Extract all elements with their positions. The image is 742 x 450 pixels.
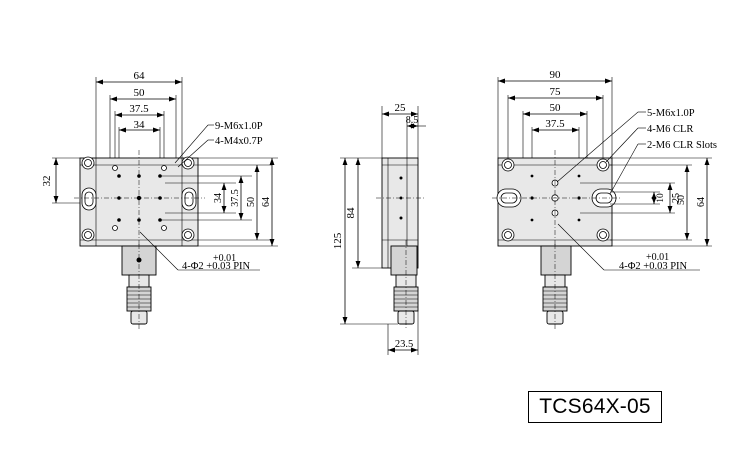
dim-left-50: 50 (134, 87, 146, 99)
model-number: TCS64X-05 (539, 395, 651, 418)
callout-left-holes-b: 4-M4x0.7P (215, 136, 263, 147)
callout-right-pin: 4-Φ2 +0.03 PIN (619, 261, 688, 272)
dim-right-37-5: 37.5 (545, 118, 565, 130)
callout-left-pin-tol: +0.01 (213, 253, 236, 264)
callout-right-pin-tol: +0.01 (646, 252, 669, 263)
callout-left-holes-a: 9-M6x1.0P (215, 121, 263, 132)
dim-left-v34: 34 (213, 193, 224, 203)
right-micrometer-block (540, 245, 572, 276)
right-view: 90 75 50 37.5 (492, 69, 717, 330)
dim-left-v37-5: 37.5 (230, 189, 241, 207)
side-micrometer-block (390, 245, 418, 276)
dim-right-50: 50 (550, 102, 562, 114)
dim-side-125: 125 (332, 232, 344, 249)
dim-left-v64: 64 (261, 197, 272, 207)
dim-side-84: 84 (345, 207, 357, 219)
left-mount-slots (81, 187, 197, 211)
dim-right-v64: 64 (696, 197, 707, 207)
callout-right-holes-a: 5-M6x1.0P (647, 108, 695, 119)
dim-side-23-5: 23.5 (395, 339, 413, 350)
dim-side-8-5: 8.5 (406, 115, 419, 126)
callout-left-pin: 4-Φ2 +0.03 PIN (182, 261, 251, 272)
dim-right-75: 75 (550, 86, 562, 98)
left-view: 64 50 37.5 34 32 (41, 70, 278, 330)
model-label-box: TCS64X-05 (528, 391, 662, 423)
left-tapped-holes (112, 165, 167, 231)
dim-right-90: 90 (550, 69, 562, 81)
dim-left-34: 34 (134, 119, 146, 131)
right-clr-holes (501, 158, 610, 242)
dim-side-25: 25 (395, 102, 407, 114)
dim-right-v50: 50 (676, 195, 687, 205)
dim-left-37-5: 37.5 (129, 103, 149, 115)
left-corner-holes (81, 156, 195, 242)
dim-right-v10: 10 (656, 193, 666, 203)
side-view: 25 8.5 84 125 2 (332, 102, 426, 355)
dim-right-v25: 25 (671, 193, 682, 203)
dim-left-32: 32 (41, 176, 53, 187)
dim-left-64: 64 (134, 70, 146, 82)
callout-right-slots: 2-M6 CLR Slots (647, 140, 717, 151)
dim-left-v50: 50 (246, 197, 257, 207)
callout-right-holes-b: 4-M6 CLR (647, 124, 693, 135)
